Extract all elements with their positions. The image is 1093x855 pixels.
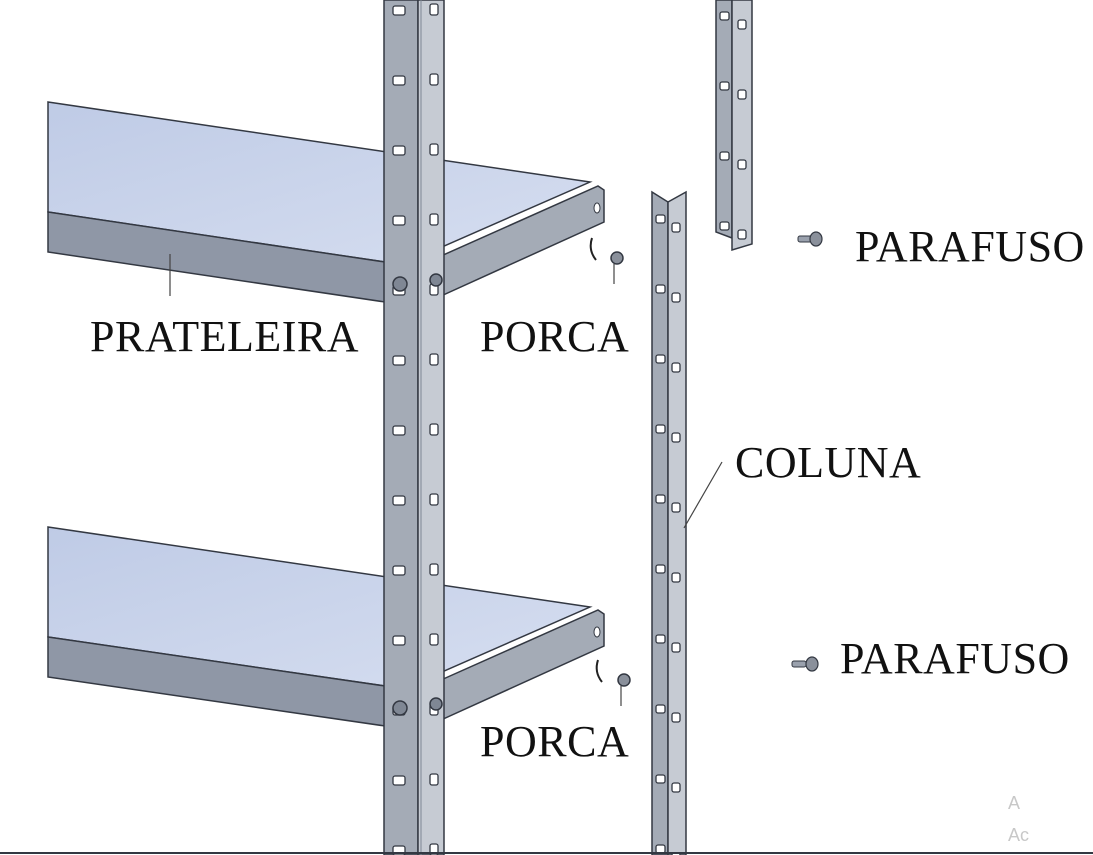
bolt-head [429, 697, 443, 711]
slot-hole [429, 3, 439, 16]
slot-hole [655, 704, 666, 714]
slot-hole [655, 774, 666, 784]
slot-hole [719, 221, 730, 231]
watermark-line-2: Ac [1008, 825, 1030, 845]
nut-bottom-arc [595, 659, 603, 683]
watermark-line-1: A [1008, 793, 1021, 813]
slot-hole [671, 432, 681, 443]
slot-hole [429, 773, 439, 786]
shelf-top-side-hole [593, 202, 601, 214]
short-column-front-flange [715, 0, 733, 240]
slot-hole [655, 634, 666, 644]
slot-hole [719, 81, 730, 91]
nut-top-icon [610, 251, 624, 265]
nut-top [589, 237, 624, 284]
screw-bottom [791, 656, 819, 672]
slot-hole [429, 213, 439, 226]
slot-hole [737, 159, 747, 170]
slot-hole [429, 633, 439, 646]
bolt-head [392, 700, 408, 716]
shelf-bottom [47, 526, 605, 727]
main-column-holes [392, 3, 439, 855]
slot-hole [429, 493, 439, 506]
short-column [715, 0, 753, 252]
nut-top-arc [589, 237, 597, 261]
slot-hole [671, 362, 681, 373]
slot-hole [655, 214, 666, 224]
slot-hole [671, 502, 681, 513]
bolt-head [392, 276, 408, 292]
slot-hole [429, 73, 439, 86]
slot-hole [392, 145, 406, 156]
slot-hole [671, 292, 681, 303]
slot-hole [655, 564, 666, 574]
screw-top [797, 231, 823, 247]
coluna-leader [683, 461, 723, 529]
slot-hole [392, 215, 406, 226]
slot-hole [719, 11, 730, 21]
screw-bottom-head [805, 656, 819, 672]
slot-hole [655, 424, 666, 434]
exploded-column [651, 190, 687, 855]
main-column [383, 0, 445, 855]
slot-hole [392, 75, 406, 86]
slot-hole [671, 712, 681, 723]
slot-hole [392, 565, 406, 576]
bolt-head [429, 273, 443, 287]
exploded-column-side-flange [667, 190, 687, 855]
slot-hole [671, 572, 681, 583]
slot-hole [671, 782, 681, 793]
nut-bottom [595, 659, 631, 706]
slot-hole [429, 423, 439, 436]
slot-hole [671, 642, 681, 653]
slot-hole [392, 635, 406, 646]
slot-hole [429, 143, 439, 156]
slot-hole [392, 355, 406, 366]
label-coluna: COLUNA [735, 438, 922, 487]
label-prateleira: PRATELEIRA [90, 312, 359, 361]
slot-hole [671, 222, 681, 233]
slot-hole [737, 89, 747, 100]
label-parafuso-top: PARAFUSO [855, 222, 1085, 271]
screw-top-head [809, 231, 823, 247]
slot-hole [392, 5, 406, 16]
short-column-side-flange [731, 0, 753, 252]
slot-hole [392, 425, 406, 436]
slot-hole [392, 775, 406, 786]
label-porca-bottom: PORCA [480, 717, 630, 766]
slot-hole [655, 844, 666, 854]
slot-hole [719, 151, 730, 161]
label-porca-top: PORCA [480, 312, 630, 361]
slot-hole [392, 495, 406, 506]
slot-hole [655, 494, 666, 504]
slot-hole [655, 354, 666, 364]
short-column-holes [719, 11, 747, 240]
screw-bottom-shank [791, 660, 807, 668]
nut-bottom-icon [617, 673, 631, 687]
shelf-top [47, 101, 605, 303]
slot-hole [737, 229, 747, 240]
shelf-bottom-side-hole [593, 626, 601, 638]
slot-hole [737, 19, 747, 30]
label-parafuso-bottom: PARAFUSO [840, 634, 1070, 683]
slot-hole [429, 353, 439, 366]
slot-hole [655, 284, 666, 294]
slot-hole [429, 563, 439, 576]
